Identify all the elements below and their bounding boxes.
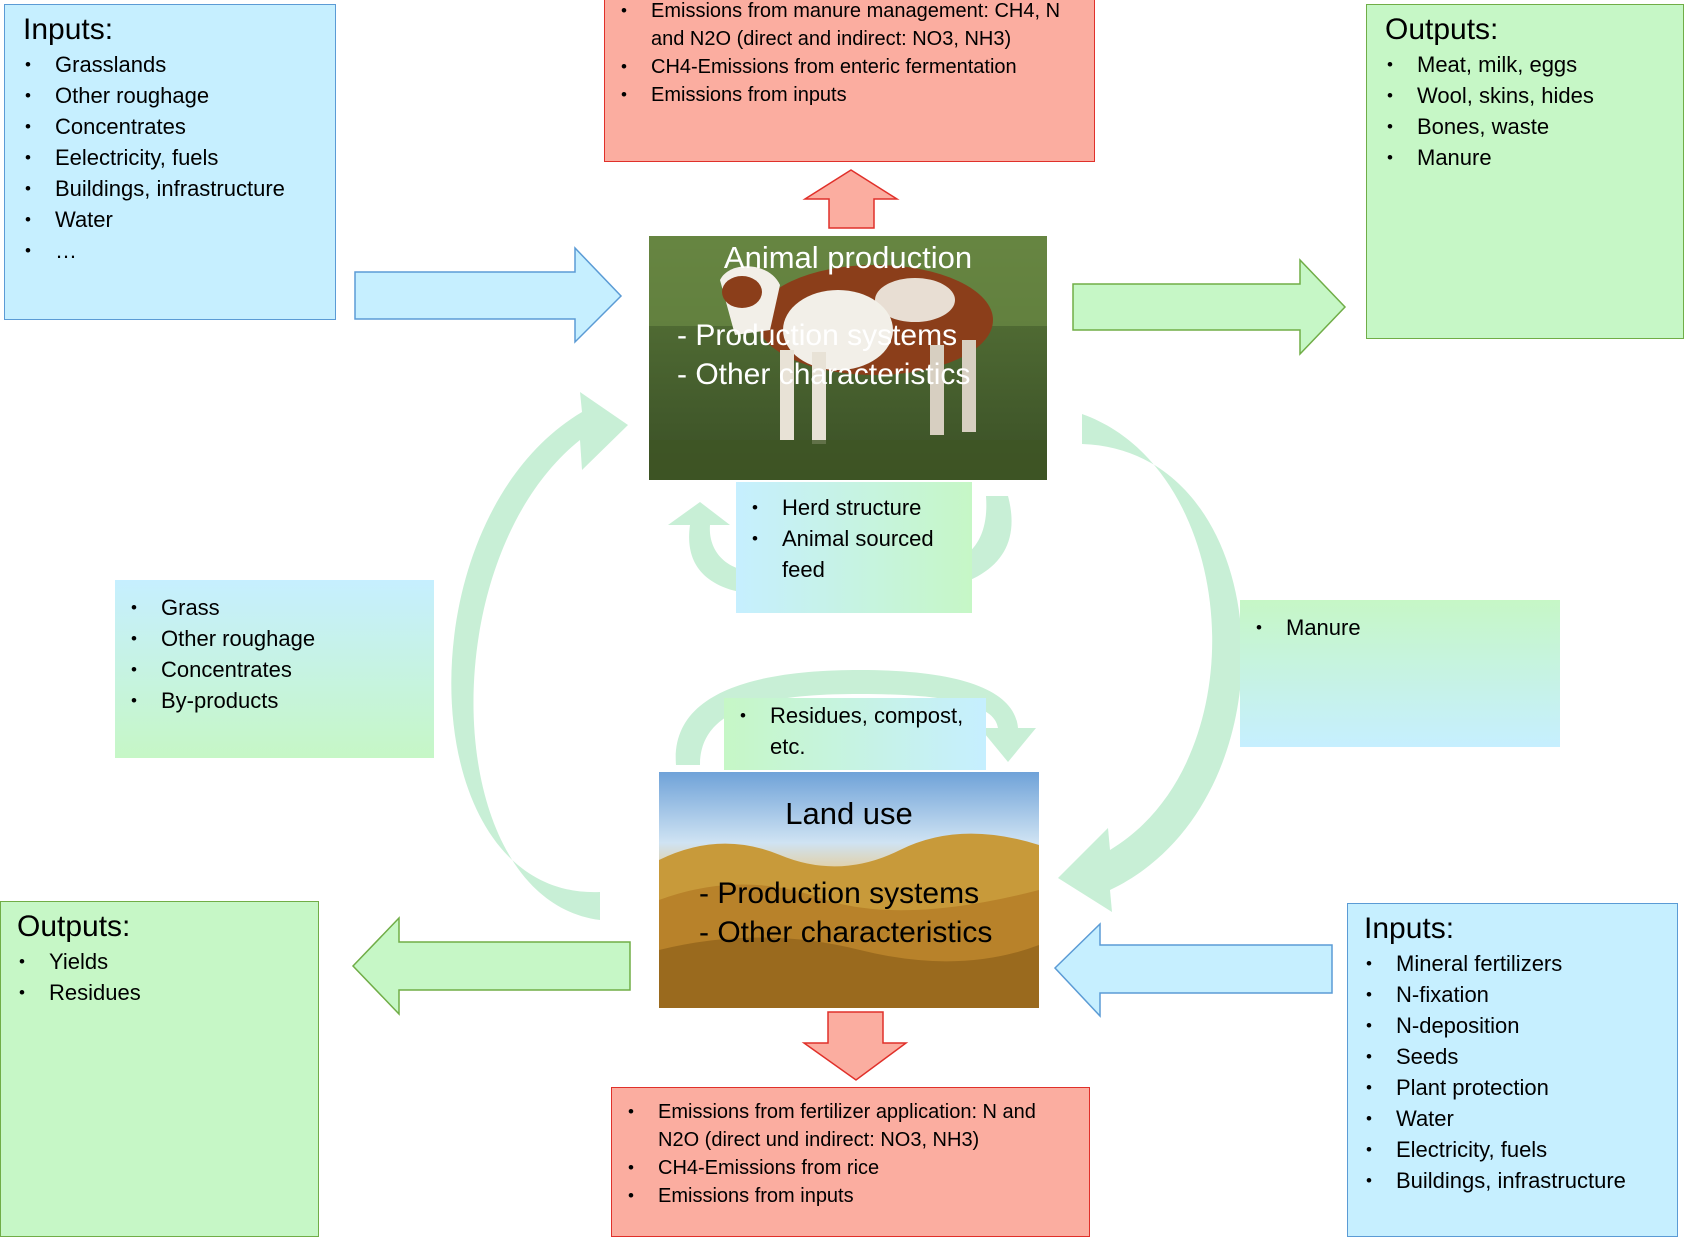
list-item: Emissions from inputs bbox=[619, 81, 1080, 109]
arrow-animal-to-land-curve bbox=[1058, 414, 1243, 912]
wheat-photo bbox=[659, 772, 1039, 1008]
arrow-land-to-animal-curve bbox=[451, 392, 628, 920]
animal-production-title: Animal production bbox=[723, 240, 973, 275]
feed-box: Grass Other roughage Concentrates By-pro… bbox=[115, 580, 434, 758]
list-item: By-products bbox=[129, 685, 420, 716]
manure-box: Manure bbox=[1240, 600, 1560, 747]
list-item: Bones, waste bbox=[1385, 111, 1669, 142]
list-item: Residues bbox=[17, 977, 304, 1008]
list-item: Electricity, fuels bbox=[1364, 1134, 1663, 1165]
animal-production-line: - Production systems bbox=[677, 319, 958, 352]
land-use-title: Land use bbox=[785, 796, 913, 831]
list-item: Other roughage bbox=[23, 80, 321, 111]
outputs-animal-box: Outputs: Meat, milk, eggs Wool, skins, h… bbox=[1366, 4, 1684, 339]
list-item: Emissions from manure management: CH4, N… bbox=[619, 0, 1080, 53]
list-item: Concentrates bbox=[129, 654, 420, 685]
herd-structure-list: Herd structure Animal sourced feed bbox=[750, 492, 962, 585]
list-item: Eelectricity, fuels bbox=[23, 142, 321, 173]
inputs-animal-list: Grasslands Other roughage Concentrates E… bbox=[23, 49, 321, 266]
list-item: Herd structure bbox=[750, 492, 962, 523]
arrow-animal-to-outputs bbox=[1072, 258, 1347, 356]
list-item: N-deposition bbox=[1364, 1010, 1663, 1041]
arrow-inputs-to-animal bbox=[354, 246, 623, 344]
list-item: Manure bbox=[1385, 142, 1669, 173]
land-use-lines: - Production systems - Other characteris… bbox=[699, 874, 992, 952]
list-item: Other roughage bbox=[129, 623, 420, 654]
list-item: CH4-Emissions from enteric fermentation bbox=[619, 53, 1080, 81]
list-item: Water bbox=[1364, 1103, 1663, 1134]
inputs-land-box: Inputs: Mineral fertilizers N-fixation N… bbox=[1347, 903, 1678, 1237]
residues-list: Residues, compost, etc. bbox=[738, 700, 978, 762]
feed-list: Grass Other roughage Concentrates By-pro… bbox=[129, 592, 420, 716]
list-item: … bbox=[23, 235, 321, 266]
land-use-panel: Land use - Production systems - Other ch… bbox=[659, 772, 1039, 1008]
list-item: Mineral fertilizers bbox=[1364, 948, 1663, 979]
emissions-land-list: Emissions from fertilizer application: N… bbox=[626, 1098, 1075, 1210]
list-item: Water bbox=[23, 204, 321, 235]
inputs-land-title: Inputs: bbox=[1364, 912, 1455, 945]
list-item: Wool, skins, hides bbox=[1385, 80, 1669, 111]
arrow-residues-loop bbox=[675, 670, 1036, 765]
emissions-animal-list: Emissions from manure management: CH4, N… bbox=[619, 0, 1080, 109]
arrow-land-to-outputs bbox=[351, 916, 631, 1016]
cow-photo bbox=[649, 236, 1047, 480]
list-item: N-fixation bbox=[1364, 979, 1663, 1010]
list-item: Manure bbox=[1254, 612, 1546, 643]
outputs-land-box: Outputs: Yields Residues bbox=[0, 901, 319, 1237]
land-use-line: - Production systems bbox=[699, 877, 980, 910]
arrow-inputs-to-land bbox=[1053, 922, 1333, 1018]
list-item: Grasslands bbox=[23, 49, 321, 80]
list-item: Emissions from inputs bbox=[626, 1182, 1075, 1210]
animal-production-lines: - Production systems - Other characteris… bbox=[677, 316, 970, 394]
arrow-animal-emissions bbox=[802, 169, 900, 229]
list-item: Emissions from fertilizer application: N… bbox=[626, 1098, 1075, 1154]
land-use-line: - Other characteristics bbox=[699, 916, 993, 949]
outputs-animal-title: Outputs: bbox=[1385, 13, 1499, 46]
outputs-land-list: Yields Residues bbox=[17, 946, 304, 1008]
list-item: Concentrates bbox=[23, 111, 321, 142]
emissions-land-box: Emissions from fertilizer application: N… bbox=[611, 1087, 1090, 1237]
list-item: Seeds bbox=[1364, 1041, 1663, 1072]
list-item: Yields bbox=[17, 946, 304, 977]
outputs-land-title: Outputs: bbox=[17, 910, 131, 943]
list-item: Meat, milk, eggs bbox=[1385, 49, 1669, 80]
inputs-animal-box: Inputs: Grasslands Other roughage Concen… bbox=[4, 4, 336, 320]
list-item: CH4-Emissions from rice bbox=[626, 1154, 1075, 1182]
list-item: Plant protection bbox=[1364, 1072, 1663, 1103]
list-item: Grass bbox=[129, 592, 420, 623]
herd-structure-box: Herd structure Animal sourced feed bbox=[736, 482, 972, 613]
list-item: Animal sourced feed bbox=[750, 523, 962, 585]
list-item: Buildings, infrastructure bbox=[23, 173, 321, 204]
inputs-land-list: Mineral fertilizers N-fixation N-deposit… bbox=[1364, 948, 1663, 1196]
residues-box: Residues, compost, etc. bbox=[724, 698, 986, 770]
list-item: Buildings, infrastructure bbox=[1364, 1165, 1663, 1196]
animal-production-panel: Animal production - Production systems -… bbox=[649, 236, 1047, 480]
list-item: Residues, compost, etc. bbox=[738, 700, 978, 762]
emissions-animal-box: Emissions from manure management: CH4, N… bbox=[604, 0, 1095, 162]
inputs-animal-title: Inputs: bbox=[23, 13, 114, 46]
animal-production-line: - Other characteristics bbox=[677, 358, 971, 391]
manure-list: Manure bbox=[1254, 612, 1546, 643]
arrow-land-emissions bbox=[801, 1011, 909, 1081]
outputs-animal-list: Meat, milk, eggs Wool, skins, hides Bone… bbox=[1385, 49, 1669, 173]
